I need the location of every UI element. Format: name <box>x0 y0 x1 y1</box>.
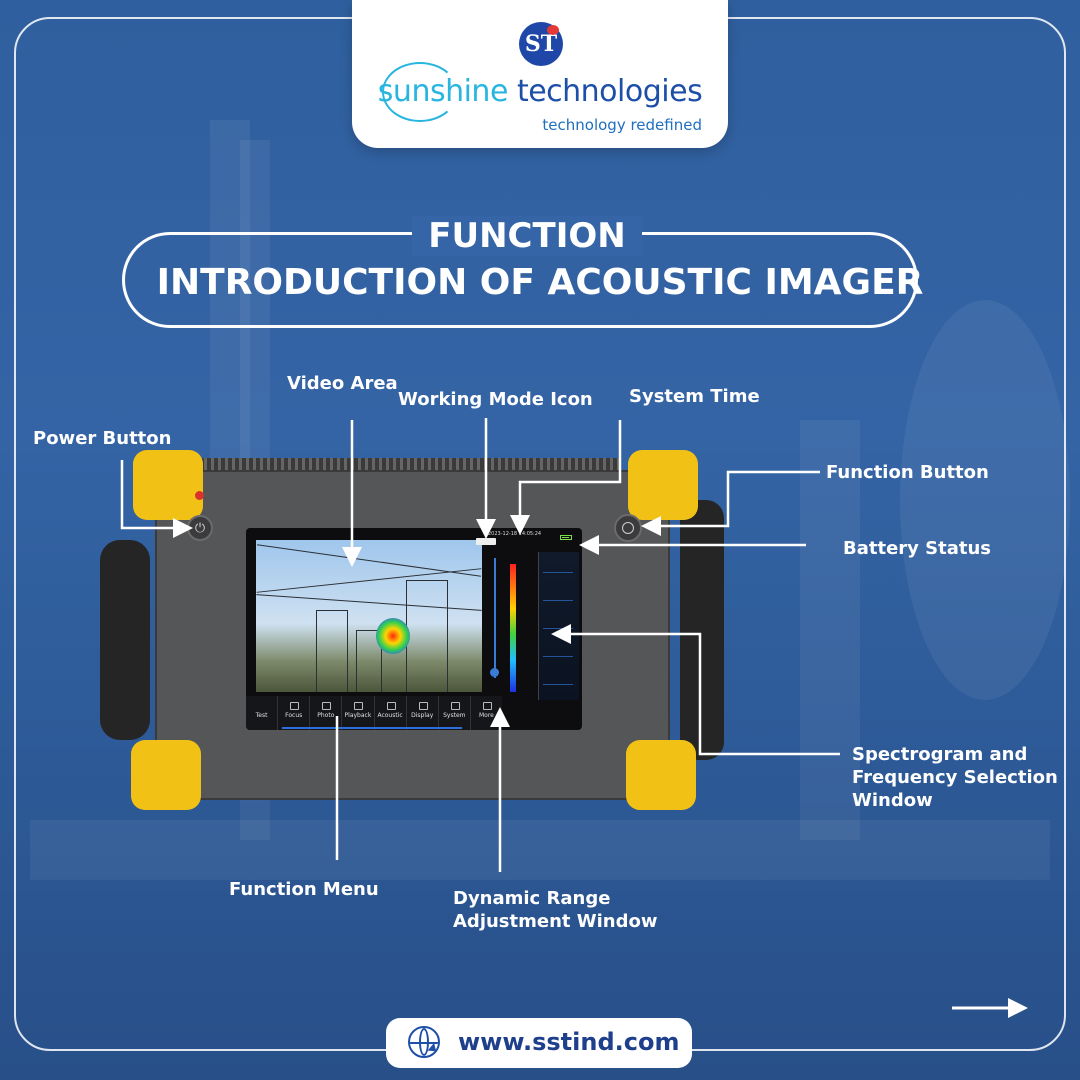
menu-item-acoustic[interactable]: Acoustic <box>373 696 406 730</box>
corner-bumper-top-left <box>133 450 203 520</box>
color-scale-bar <box>510 564 516 692</box>
power-led-icon <box>195 491 204 500</box>
globe-icon <box>408 1026 440 1058</box>
bg-pipes-horizontal <box>30 820 1050 880</box>
working-mode-icon[interactable] <box>476 538 496 545</box>
spectrum-line <box>543 600 573 601</box>
menu-item-photo[interactable]: Photo <box>309 696 341 730</box>
globe-equator <box>410 1042 438 1044</box>
label-spectrogram: Spectrogram and Frequency Selection Wind… <box>852 743 1058 812</box>
substation-tower <box>356 630 382 692</box>
substation-tower <box>406 580 448 692</box>
device-screen: 2023-12-18 14:05:24 Test Focus Photo Pla… <box>246 528 582 730</box>
title-line-2: INTRODUCTION OF ACOUSTIC IMAGER <box>156 262 924 303</box>
website-link[interactable]: www.sstind.com <box>386 1018 692 1068</box>
substation-tower <box>316 610 348 692</box>
label-power-button: Power Button <box>33 428 172 449</box>
label-dynamic-range: Dynamic Range Adjustment Window <box>453 887 658 933</box>
label-function-button: Function Button <box>826 462 989 483</box>
brand-name-part1: sunshine <box>377 74 509 109</box>
right-strap <box>680 500 724 760</box>
st-monogram-icon: ST <box>519 22 563 66</box>
label-dynamic-range-line-2: Adjustment Window <box>453 911 658 932</box>
spectrogram-window[interactable] <box>538 552 579 700</box>
menu-progress-bar <box>282 727 462 729</box>
title-line-1: FUNCTION <box>412 216 642 256</box>
label-spectrogram-line-3: Window <box>852 790 933 811</box>
battery-icon <box>560 535 572 540</box>
corner-bumper-bottom-left <box>131 740 201 810</box>
corner-bumper-bottom-right <box>626 740 696 810</box>
power-button[interactable]: ⏻ <box>187 515 213 541</box>
brand-swoosh-icon <box>382 62 458 122</box>
spectrum-line <box>543 656 573 657</box>
video-area[interactable] <box>256 540 482 692</box>
next-arrow-icon[interactable] <box>950 996 1030 1020</box>
menu-item-display[interactable]: Display <box>405 696 438 730</box>
menu-item-more[interactable]: More <box>469 696 502 730</box>
label-battery-status: Battery Status <box>843 538 992 559</box>
label-function-menu: Function Menu <box>229 879 379 900</box>
system-time-value: 2023-12-18 14:05:24 <box>488 531 542 537</box>
menu-item-playback[interactable]: Playback <box>341 696 373 730</box>
sound-hotspot-overlay <box>376 618 410 654</box>
power-icon: ⏻ <box>194 521 206 536</box>
spectrum-line <box>543 572 573 573</box>
brand-logo[interactable]: ST sunshine technologies technology rede… <box>352 0 728 148</box>
label-spectrogram-line-1: Spectrogram and <box>852 744 1028 765</box>
logo-red-dot <box>547 25 559 35</box>
label-spectrogram-line-2: Frequency Selection <box>852 767 1058 788</box>
label-system-time: System Time <box>629 386 760 407</box>
brand-tagline: technology redefined <box>542 116 702 134</box>
bg-chimney <box>210 120 250 480</box>
spectrum-line <box>543 628 573 629</box>
spectrum-line <box>543 684 573 685</box>
dynamic-range-knob[interactable] <box>490 668 499 677</box>
website-url: www.sstind.com <box>458 1028 680 1056</box>
left-strap <box>100 540 150 740</box>
monogram-text: ST <box>524 31 558 57</box>
device-vent <box>200 458 620 472</box>
brand-name-part2: technologies <box>507 74 703 109</box>
label-video-area: Video Area <box>287 373 398 394</box>
menu-item-focus[interactable]: Focus <box>277 696 309 730</box>
menu-item-test[interactable]: Test <box>255 712 268 719</box>
bg-round-tank <box>900 300 1070 700</box>
function-button[interactable] <box>614 514 642 542</box>
brand-name: sunshine technologies <box>352 74 728 109</box>
label-working-mode-icon: Working Mode Icon <box>398 389 593 410</box>
dynamic-range-slider[interactable] <box>494 558 496 678</box>
function-menu: Test Focus Photo Playback Acoustic Displ… <box>246 696 502 730</box>
label-dynamic-range-line-1: Dynamic Range <box>453 888 611 909</box>
corner-bumper-top-right <box>628 450 698 520</box>
menu-item-system[interactable]: System <box>437 696 470 730</box>
